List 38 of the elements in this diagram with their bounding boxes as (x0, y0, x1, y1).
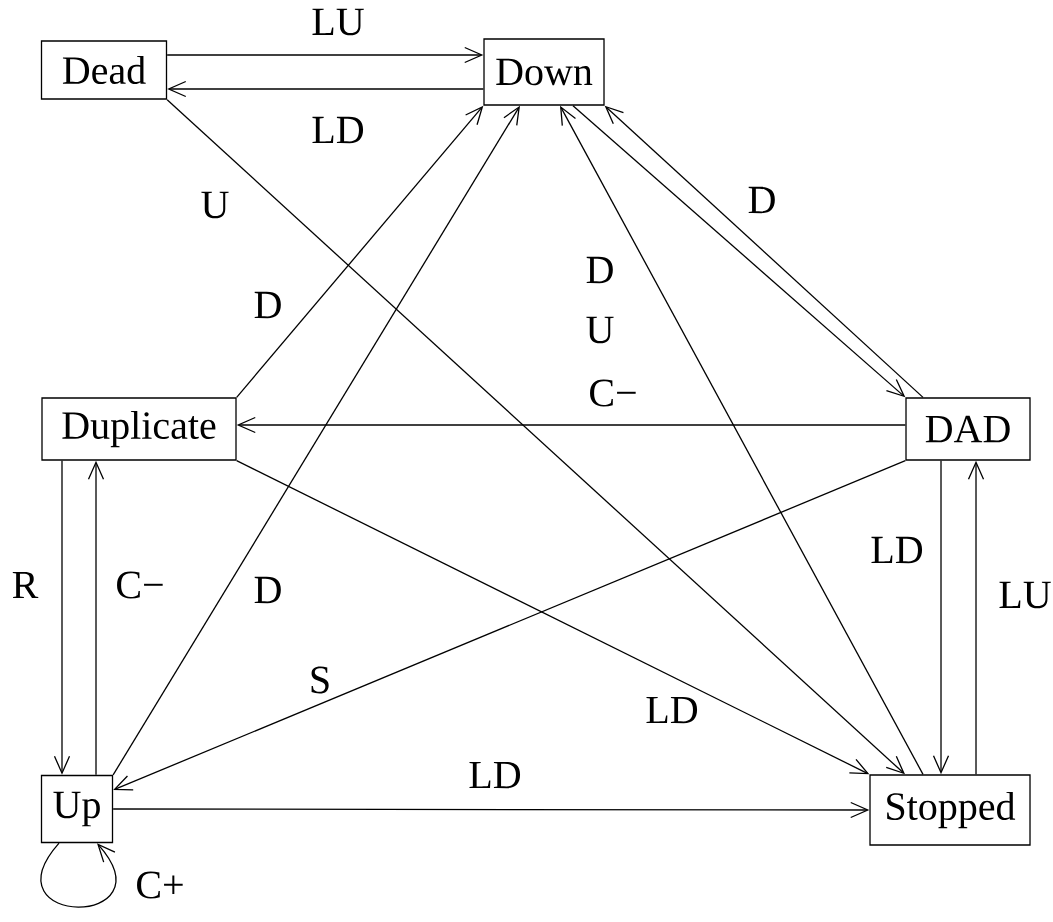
edge-label: U (584, 315, 616, 345)
arrow (560, 105, 924, 775)
state-box: Down (483, 38, 605, 106)
arrow (87, 460, 105, 776)
arrow (166, 46, 484, 64)
arrow (967, 460, 985, 775)
edge-label: C− (114, 570, 166, 600)
edge-label: LD (310, 115, 366, 145)
edge-label: LU (310, 7, 366, 37)
edge-label: D (746, 185, 778, 215)
edge-label: LD (467, 760, 523, 790)
arrow (112, 801, 870, 819)
edge-label: C− (587, 378, 639, 408)
edge-label: S (307, 665, 333, 695)
edge-label: R (10, 570, 40, 600)
edge-label: D (584, 255, 616, 285)
edge-label: D (252, 575, 284, 605)
edge-label: LD (644, 695, 700, 725)
edge-label: U (199, 190, 231, 220)
arrow (113, 460, 906, 791)
arrow (932, 460, 950, 775)
loop-arrow (40, 842, 117, 908)
edge-label: C+ (134, 870, 186, 900)
state-box: Stopped (869, 774, 1031, 846)
arrow (53, 460, 71, 775)
arrow (166, 99, 905, 775)
arrow (236, 460, 870, 775)
arrow (236, 105, 484, 398)
state-box: Dead (40, 40, 168, 100)
edge-label: LD (869, 535, 925, 565)
edge-label: LU (997, 580, 1053, 610)
arrow (112, 105, 520, 776)
state-box: Up (40, 774, 114, 844)
arrow (167, 80, 484, 98)
state-box: Duplicate (41, 397, 237, 461)
edge-label: D (252, 290, 284, 320)
state-box: DAD (905, 397, 1031, 461)
arrow (236, 416, 906, 434)
